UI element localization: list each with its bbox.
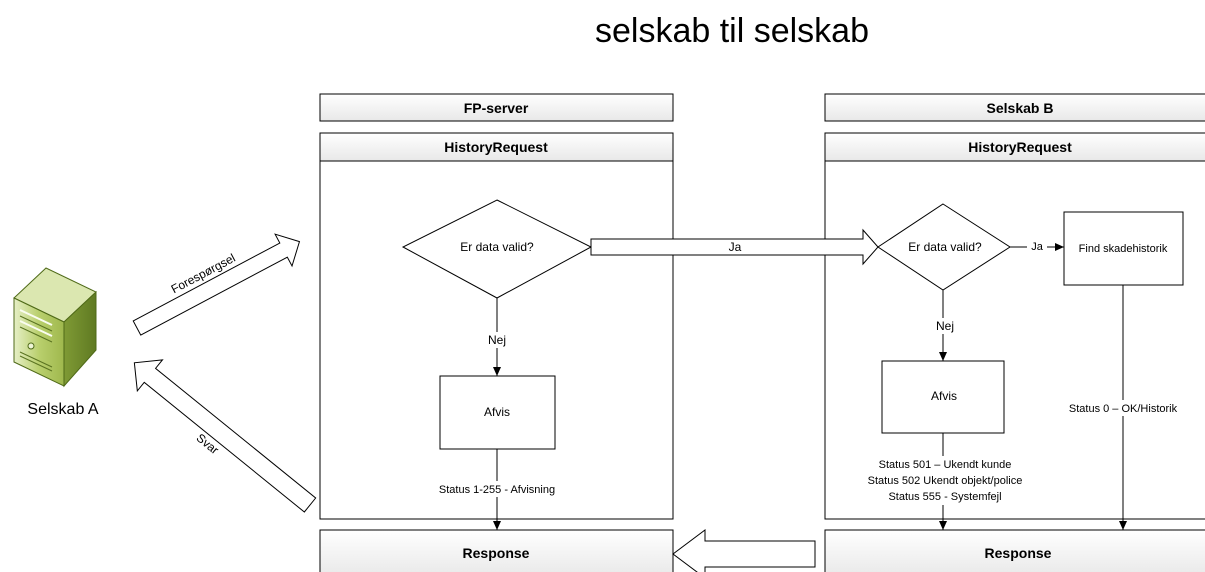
fp-server-lane-header: [319, 93, 674, 122]
request-block-arrow: Forespørgsel: [132, 233, 301, 336]
company-b-lane-title: Selskab B: [987, 100, 1054, 116]
company-b-reject-label: Afvis: [931, 389, 957, 403]
company-b-response-title: Response: [985, 545, 1052, 561]
fp-server-reject-label: Afvis: [484, 405, 510, 419]
company-b-process-header: [824, 132, 1205, 162]
company-a-label: Selskab A: [27, 401, 98, 418]
fp-server-response-title: Response: [463, 545, 530, 561]
fp-server-process-header: [319, 132, 674, 162]
company-b-status-error-1: Status 501 – Ukendt kunde: [879, 459, 1012, 471]
company-b-process-title: HistoryRequest: [968, 139, 1072, 155]
company-b-lane-header: [824, 93, 1205, 122]
response-to-a-block-arrow: Svar: [133, 359, 317, 513]
company-b-decision-label: Er data valid?: [908, 240, 982, 254]
fp-server-lane-title: FP-server: [464, 100, 529, 116]
yes-block-arrow-label: Ja: [729, 240, 742, 254]
company-b-status-ok-label: Status 0 – OK/Historik: [1069, 403, 1178, 415]
company-b-response-box: [824, 529, 1205, 572]
fp-server-no-label: Nej: [488, 333, 506, 347]
fp-server-status-label: Status 1-255 - Afvisning: [439, 484, 555, 496]
company-b-reject-box: [881, 360, 1005, 434]
fp-server-reject-box: [439, 375, 556, 450]
company-b-process-container: [824, 132, 1205, 520]
fp-server-process-title: HistoryRequest: [444, 139, 548, 155]
company-b-no-label: Nej: [936, 319, 954, 333]
response-block-arrow: [672, 529, 816, 572]
company-b-find-history-box: [1063, 211, 1184, 286]
company-b-find-history-label: Find skadehistorik: [1079, 243, 1168, 255]
company-b-status-error-2: Status 502 Ukendt objekt/police: [868, 475, 1023, 487]
diagram-title: selskab til selskab: [595, 12, 869, 50]
company-b-status-error-3: Status 555 - Systemfejl: [888, 491, 1001, 503]
server-icon: [13, 267, 97, 388]
company-b-yes-label: Ja: [1031, 241, 1044, 253]
fp-server-decision-label: Er data valid?: [460, 240, 534, 254]
yes-block-arrow: [590, 228, 879, 266]
